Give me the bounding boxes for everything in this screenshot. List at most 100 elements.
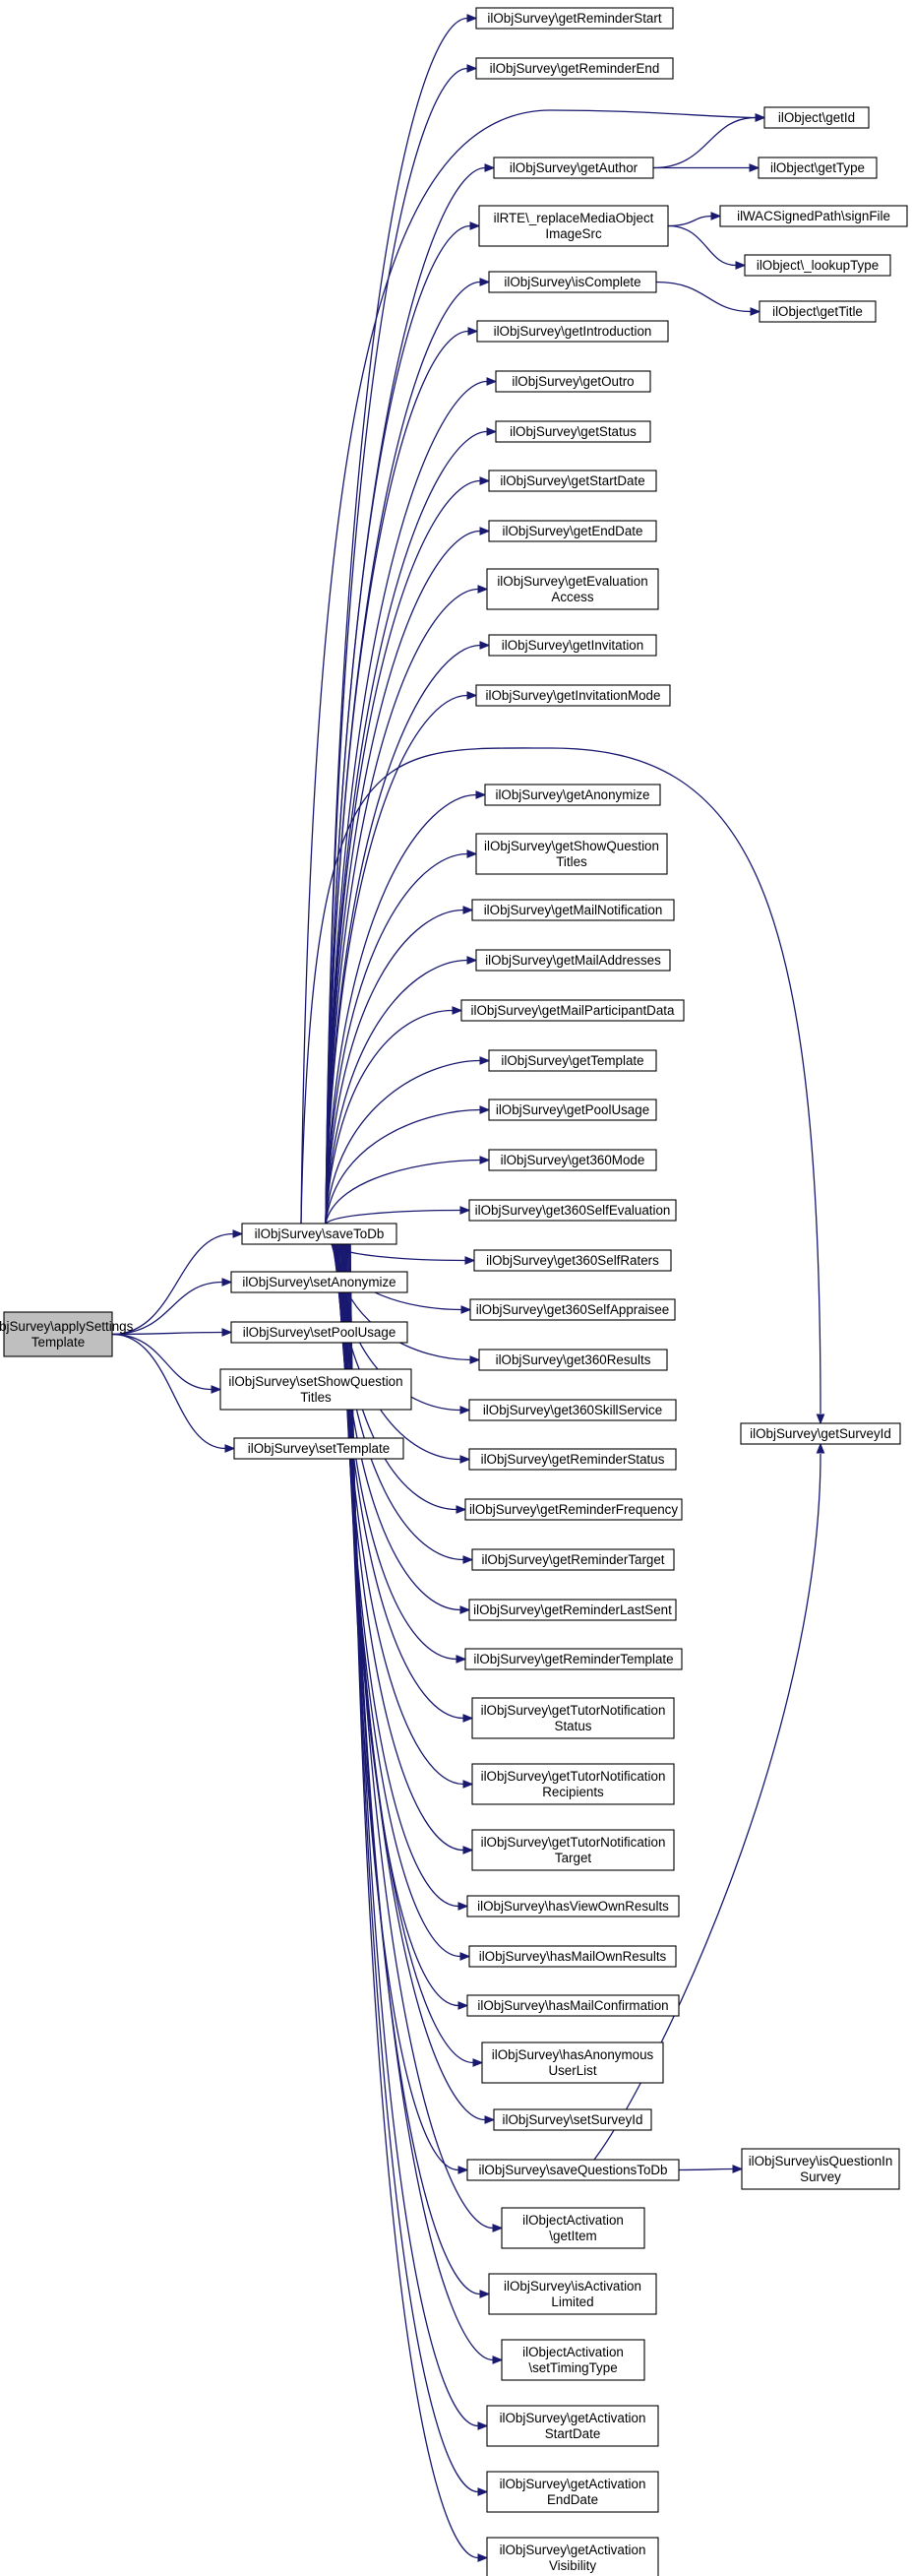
node-act-get-item[interactable]: ilObjectActivation\getItem [501,2207,645,2249]
node-box [488,470,657,492]
edges-layer [111,14,825,2562]
node-label: ilObjSurvey\getStartDate [500,473,644,488]
node-box [488,1099,657,1121]
node-get-invitation[interactable]: ilObjSurvey\getInvitation [488,634,657,657]
node-label: ilObjSurvey\getAuthor [510,160,638,175]
node-get360-self-raters[interactable]: ilObjSurvey\get360SelfRaters [473,1249,672,1272]
node-set-survey-id[interactable]: ilObjSurvey\setSurveyId [493,2108,652,2131]
node-label: ilObjSurvey\getMailParticipantData [471,1003,675,1018]
node-label: ilObjSurvey\getInvitationMode [486,688,661,703]
node-get-status[interactable]: ilObjSurvey\getStatus [495,420,651,443]
node-set-timing-type[interactable]: ilObjectActivation\setTimingType [501,2339,645,2381]
node-label: ilObjSurvey\getReminderTarget [481,1552,664,1567]
node-label: ilObjSurvey\getTemplate [501,1053,643,1068]
arrowhead [462,1846,474,1854]
node-get-reminder-start[interactable]: ilObjSurvey\getReminderStart [475,7,674,30]
node-box [495,420,651,443]
node-get-pool-usage[interactable]: ilObjSurvey\getPoolUsage [488,1099,657,1121]
node-get-tutor-notification-recipients[interactable]: ilObjSurvey\getTutorNotificationRecipien… [471,1763,675,1805]
node-set-pool-usage[interactable]: ilObjSurvey\setPoolUsage [230,1321,408,1344]
edge-save-to-db-to-get-outro [325,380,488,1225]
node-box [460,999,685,1022]
node-is-complete[interactable]: ilObjSurvey\isComplete [488,271,657,293]
arrowhead [477,2487,489,2496]
node-get360-mode[interactable]: ilObjSurvey\get360Mode [488,1149,657,1171]
node-get360-self-evaluation[interactable]: ilObjSurvey\get360SelfEvaluation [468,1199,677,1222]
arrowhead [477,2421,489,2430]
edge-root-to-set-show-question-titles [111,1333,213,1391]
node-sign-file[interactable]: ilWACSignedPath\signFile [719,205,908,227]
arrowhead [457,2001,469,2010]
node-get-mail-addresses[interactable]: ilObjSurvey\getMailAddresses [475,949,671,972]
node-obj-get-title[interactable]: ilObject\getTitle [759,300,877,323]
arrowhead [479,1156,491,1164]
node-get360-self-appraisee[interactable]: ilObjSurvey\get360SelfAppraisee [469,1298,676,1321]
node-get-reminder-frequency[interactable]: ilObjSurvey\getReminderFrequency [464,1498,683,1521]
node-label: ilObjSurvey\isQuestionIn [749,2154,893,2168]
node-label: ilObjSurvey\get360Mode [501,1153,645,1167]
node-get-outro[interactable]: ilObjSurvey\getOutro [495,370,651,393]
node-get360-results[interactable]: ilObjSurvey\get360Results [478,1349,668,1371]
node-label: ilObjSurvey\getReminderEnd [490,61,660,76]
edge-save-to-db-to-get360-mode [325,1159,481,1225]
node-box [476,320,669,343]
node-label: ilObjSurvey\getInvitation [502,638,643,653]
node-box [719,205,908,227]
node-box [478,205,669,247]
node-has-mail-confirmation[interactable]: ilObjSurvey\hasMailConfirmation [466,1994,680,2017]
node-has-mail-own-results[interactable]: ilObjSurvey\hasMailOwnResults [468,1945,677,1968]
node-get-reminder-end[interactable]: ilObjSurvey\getReminderEnd [475,57,674,80]
node-get-mail-participant-data[interactable]: ilObjSurvey\getMailParticipantData [460,999,685,1022]
edge-save-to-db-to-get-reminder-start [325,17,468,1225]
arrowhead [479,527,491,535]
node-lookup-type[interactable]: ilObject\_lookupType [744,254,891,277]
node-set-anonymize[interactable]: ilObjSurvey\setAnonymize [230,1271,408,1293]
node-save-questions-to-db[interactable]: ilObjSurvey\saveQuestionsToDb [466,2159,680,2181]
node-get-reminder-target[interactable]: ilObjSurvey\getReminderTarget [471,1548,675,1571]
node-box [501,2339,645,2381]
node-get-reminder-status[interactable]: ilObjSurvey\getReminderStatus [468,1448,677,1471]
node-get-end-date[interactable]: ilObjSurvey\getEndDate [488,520,657,542]
node-get-introduction[interactable]: ilObjSurvey\getIntroduction [476,320,669,343]
node-set-template[interactable]: ilObjSurvey\setTemplate [233,1437,404,1460]
node-get-invitation-mode[interactable]: ilObjSurvey\getInvitationMode [475,684,671,707]
node-get-start-date[interactable]: ilObjSurvey\getStartDate [488,470,657,492]
node-get-reminder-last-sent[interactable]: ilObjSurvey\getReminderLastSent [468,1599,677,1621]
node-box [484,784,661,806]
node-label: ilObjSurvey\getReminderFrequency [469,1502,678,1517]
node-box [230,1321,408,1344]
node-get-survey-id[interactable]: ilObjSurvey\getSurveyId [740,1422,901,1445]
node-obj-get-type[interactable]: ilObject\getType [758,157,878,179]
node-label: ilObjSurvey\getTutorNotification [481,1703,666,1718]
node-save-to-db[interactable]: ilObjSurvey\saveToDb [241,1223,397,1245]
node-get-author[interactable]: ilObjSurvey\getAuthor [493,157,654,179]
node-label: ilObjSurvey\hasMailOwnResults [479,1949,667,1964]
arrowhead [816,1442,825,1454]
node-get360-skill-service[interactable]: ilObjSurvey\get360SkillService [468,1399,677,1421]
node-box [475,833,668,875]
node-obj-get-id[interactable]: ilObject\getId [763,106,870,129]
node-get-template[interactable]: ilObjSurvey\getTemplate [488,1049,657,1072]
node-get-mail-notification[interactable]: ilObjSurvey\getMailNotification [471,899,675,921]
node-label: ilObjSurvey\hasAnonymous [492,2047,654,2062]
node-get-anonymize[interactable]: ilObjSurvey\getAnonymize [484,784,661,806]
edge-root-to-set-anonymize [111,1281,223,1336]
edge-replace-media-to-lookup-type [667,224,737,267]
edge-save-to-db-to-get-end-date [325,530,481,1225]
node-get-reminder-template[interactable]: ilObjSurvey\getReminderTemplate [464,1648,683,1670]
node-has-view-own-results[interactable]: ilObjSurvey\hasViewOwnResults [466,1895,680,1917]
node-box [740,1422,901,1445]
